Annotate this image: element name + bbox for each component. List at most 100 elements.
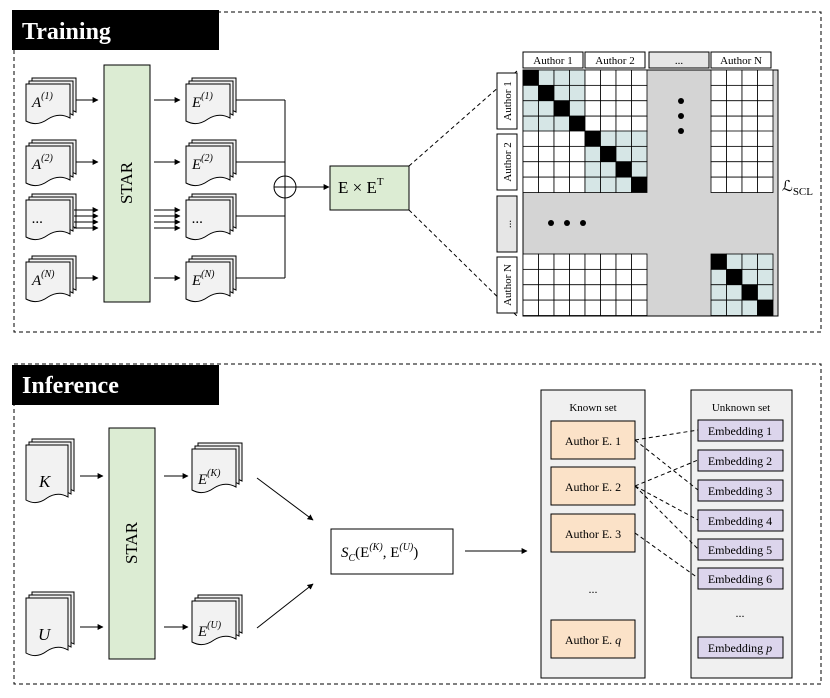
matrix-cell	[538, 284, 555, 301]
training-input-label: ...	[32, 211, 43, 227]
matrix-cell	[631, 100, 648, 117]
unknown-embedding-label: Embedding 1	[708, 424, 772, 438]
similarity-box	[330, 528, 454, 575]
matrix-cell	[726, 100, 743, 117]
matrix-cell	[584, 299, 601, 316]
matrix-cell	[631, 130, 648, 147]
matrix-cell	[726, 145, 743, 163]
known-embedding-label: E(K)	[197, 468, 221, 488]
match-line	[634, 429, 699, 441]
matrix-cell	[757, 69, 774, 86]
matrix-cell	[553, 253, 570, 270]
known-author-last-label: Author E. q	[565, 633, 621, 647]
matrix-cell	[757, 145, 774, 163]
inference-section: Inference KUE(K)E(U) STAR SC(E(K), E(U))…	[12, 363, 822, 685]
document-icon	[185, 145, 231, 187]
matrix-cell	[757, 268, 774, 286]
matrix-cell	[584, 145, 601, 163]
matrix-cell	[615, 253, 632, 270]
matrix-cell	[615, 268, 632, 286]
matrix-cell	[553, 161, 570, 178]
matrix-cell	[553, 100, 570, 117]
matrix-cell	[741, 268, 758, 286]
known-author-box	[550, 466, 636, 506]
matrix-cell	[584, 268, 601, 286]
unknown-embedding-label: Embedding 5	[708, 543, 772, 557]
matrix-cell	[553, 299, 570, 316]
unknown-doc-label: U	[38, 625, 52, 644]
matrix-cell	[615, 299, 632, 316]
inference-title: Inference	[22, 373, 119, 399]
training-output-arrows	[154, 97, 181, 281]
matrix-cell	[757, 130, 774, 147]
matrix-col-header: Author N	[720, 55, 762, 67]
matrix-cell	[726, 115, 743, 132]
matrix-cell	[553, 84, 570, 102]
product-box	[329, 165, 410, 211]
known-author-label: Author E. 1	[565, 434, 621, 448]
matrix-col-header-box	[648, 51, 710, 69]
matrix-cell	[584, 69, 601, 86]
inference-docs: KUE(K)E(U)	[25, 438, 243, 657]
document-icon	[25, 83, 71, 125]
matrix-cell	[741, 130, 758, 147]
known-to-sim-arrow	[256, 477, 314, 521]
matrix-cell	[741, 84, 758, 102]
matrix-cell	[741, 253, 758, 270]
unknown-embedding-last-label: Embedding p	[708, 641, 772, 655]
training-embedding-label: E(N)	[191, 269, 215, 289]
training-input-label: A(1)	[31, 91, 54, 111]
training-encoder-label: STAR	[117, 161, 136, 204]
training-connectors	[236, 99, 286, 279]
document-icon	[185, 83, 231, 125]
document-icon	[25, 597, 69, 657]
matrix-cell	[584, 115, 601, 132]
matrix-cell	[615, 145, 632, 163]
training-embedding-docs: E(1)E(2)...E(N)	[185, 77, 237, 303]
matrix-cell	[615, 115, 632, 132]
matrix-cell	[710, 115, 727, 132]
matrix-ellipsis-dot	[678, 128, 684, 134]
matching-lines	[634, 429, 699, 579]
matrix-cell	[710, 145, 727, 163]
inference-title-tab	[12, 365, 219, 405]
matrix-cell	[553, 145, 570, 163]
matrix-cell	[710, 130, 727, 147]
matrix-cell	[522, 268, 539, 286]
unknown-embedding-doc	[191, 594, 243, 646]
matrix-cell	[584, 253, 601, 270]
matrix-cell	[757, 253, 774, 270]
matrix-cell	[569, 268, 586, 286]
matrix-cell	[538, 176, 555, 193]
matrix-cell	[569, 130, 586, 147]
matrix-cell	[522, 130, 539, 147]
unknown-embedding-box	[697, 636, 784, 659]
matrix-cell	[615, 69, 632, 86]
matrix-cell	[538, 253, 555, 270]
document-icon	[25, 444, 69, 504]
training-input-doc	[25, 77, 77, 125]
matrix-cell	[538, 69, 555, 86]
training-input-label: A(N)	[31, 269, 55, 289]
matrix-cell	[584, 161, 601, 178]
document-icon	[185, 261, 231, 303]
similarity-label: SC(E(K), E(U))	[341, 542, 418, 564]
matrix-cell	[538, 130, 555, 147]
matrix-row-header-box	[496, 72, 518, 130]
matrix-cell	[741, 161, 758, 178]
matrix-col-header-box	[710, 51, 772, 69]
matrix-cell	[600, 115, 617, 132]
known-author-box	[550, 619, 636, 659]
matrix-cell	[741, 176, 758, 193]
matrix-cell	[741, 145, 758, 163]
matrix-cell	[569, 145, 586, 163]
matrix-cell	[553, 130, 570, 147]
document-icon	[185, 199, 231, 241]
matrix-col-header: ...	[675, 55, 684, 67]
matrix-cell	[569, 115, 586, 132]
matrix-cell	[741, 69, 758, 86]
matrix-cell	[538, 115, 555, 132]
matrix-col-header: Author 1	[533, 55, 572, 67]
matrix-cell	[584, 284, 601, 301]
matrix-cell	[726, 84, 743, 102]
